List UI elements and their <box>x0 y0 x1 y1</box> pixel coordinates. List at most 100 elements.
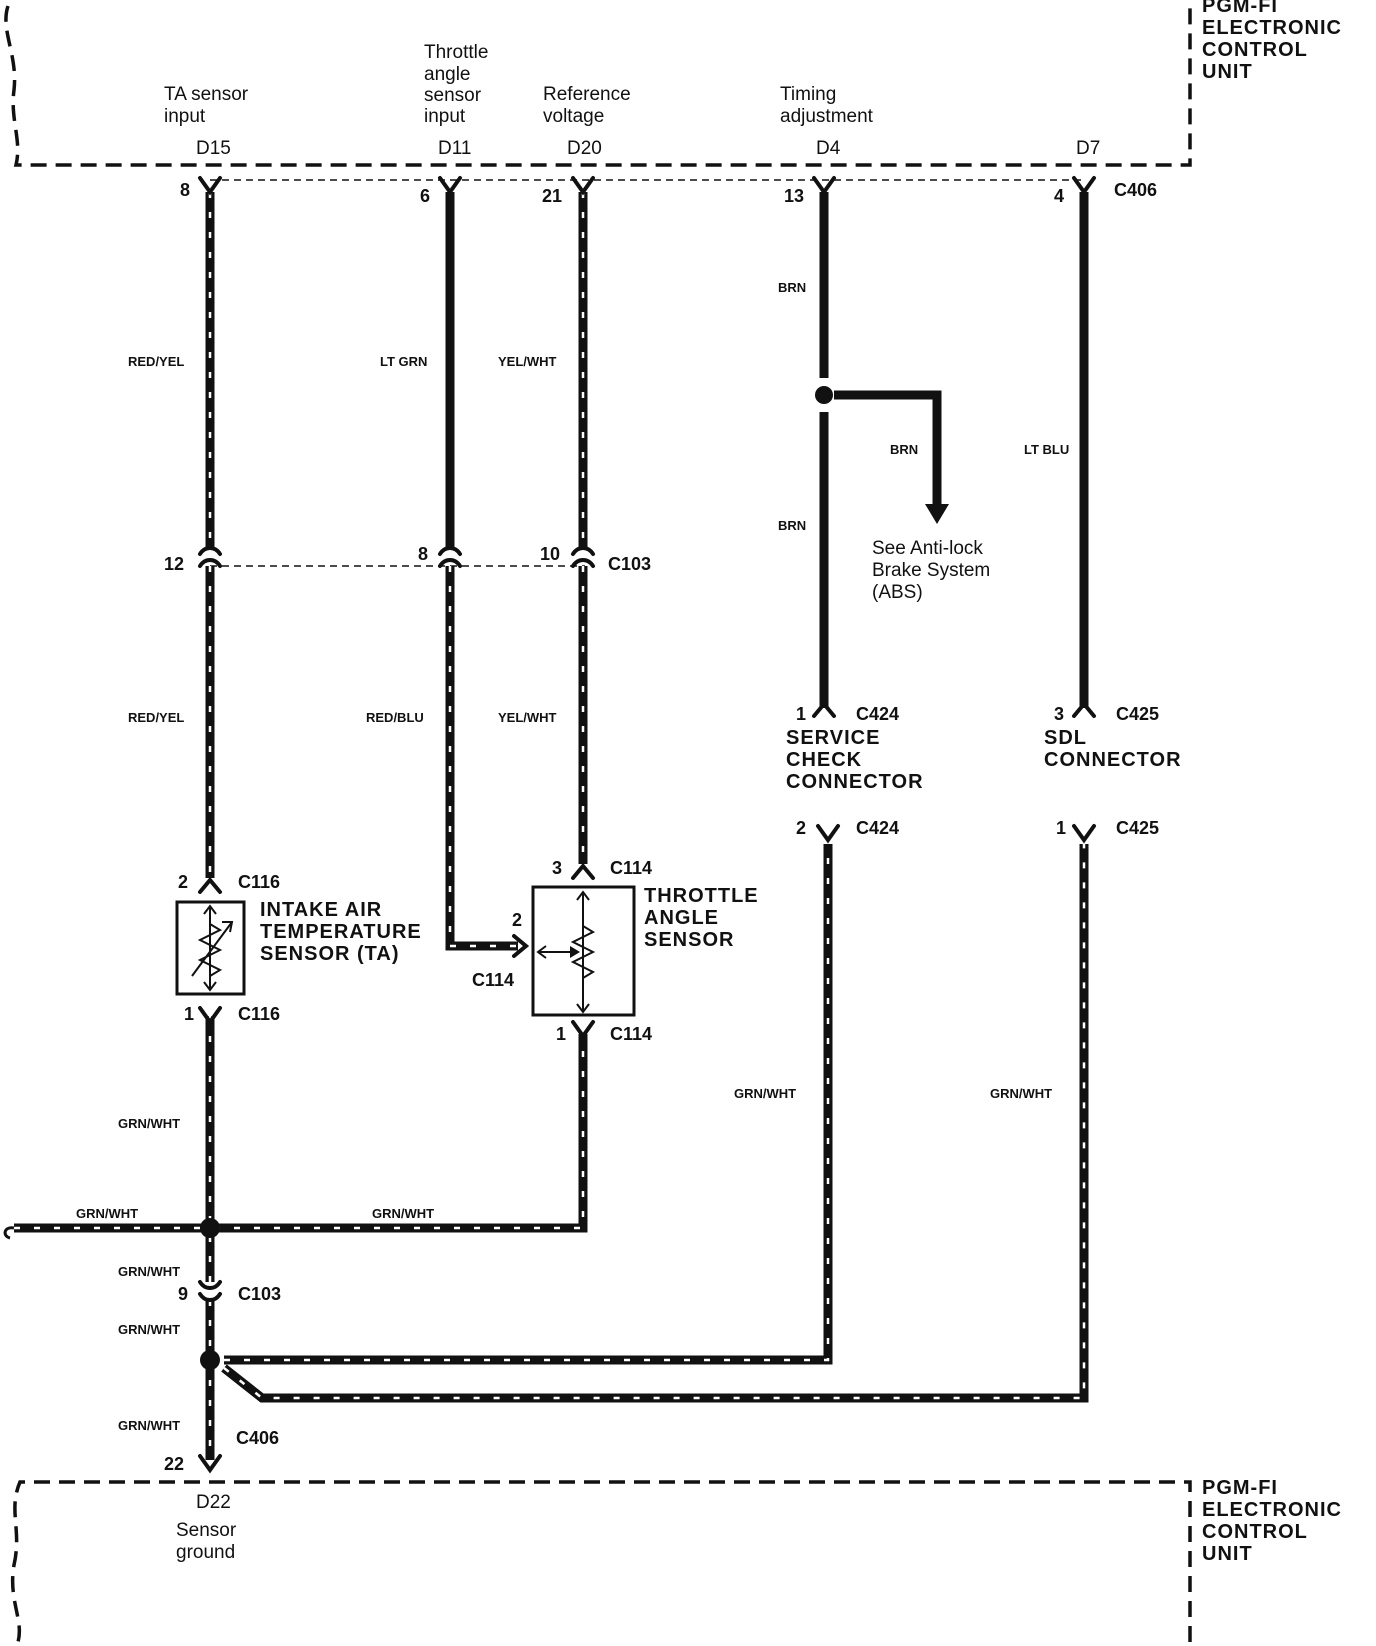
ecu-top-title-1: PGM-FI <box>1202 0 1278 17</box>
d22-desc-1: Sensor <box>176 1520 237 1541</box>
d15-desc-1: TA sensor <box>164 84 249 105</box>
c406-pin-13: 13 <box>784 186 804 206</box>
d15-desc-2: input <box>164 106 206 127</box>
ecu-top-title-4: UNIT <box>1202 61 1253 83</box>
ecu-top-box <box>4 5 1192 167</box>
wire-color-grn-wht-6: GRN/WHT <box>118 1418 180 1433</box>
d15-id: D15 <box>196 138 231 159</box>
ecu-bottom-title-1: PGM-FI <box>1202 1477 1278 1499</box>
wire-color-grn-wht-3: GRN/WHT <box>372 1206 434 1221</box>
wire-color-grn-wht-1: GRN/WHT <box>118 1116 180 1131</box>
splice-brn <box>815 386 833 404</box>
c103-pin-10: 10 <box>540 544 560 564</box>
wire-abs-branch <box>834 390 949 524</box>
c406-top-name: C406 <box>1114 180 1157 200</box>
c116-name-2: C116 <box>238 872 280 892</box>
c114-name-2: C114 <box>472 970 514 990</box>
c425-name-1: C425 <box>1116 818 1159 838</box>
c116-pin-1: 1 <box>184 1004 194 1024</box>
c424-pin-2: 2 <box>796 818 806 838</box>
throttle-sensor-symbol <box>531 885 636 1017</box>
c114-pin-3: 3 <box>552 858 562 878</box>
wire-color-red-yel-2: RED/YEL <box>128 710 184 725</box>
c406-bottom-name: C406 <box>236 1428 279 1448</box>
c103-pin-12: 12 <box>164 554 184 574</box>
throttle-sensor-label-3: SENSOR <box>644 929 734 951</box>
wire-color-brn-2: BRN <box>890 442 918 457</box>
splice-ground-1 <box>200 1218 220 1238</box>
wire-color-brn-1: BRN <box>778 280 806 295</box>
c424-name-2: C424 <box>856 818 899 838</box>
c425-pin-1: 1 <box>1056 818 1066 838</box>
wire-color-grn-wht-8: GRN/WHT <box>990 1086 1052 1101</box>
throttle-sensor-label-2: ANGLE <box>644 907 719 929</box>
wire-color-brn-3: BRN <box>778 518 806 533</box>
d22-desc-2: ground <box>176 1542 235 1563</box>
c116-name-1: C116 <box>238 1004 280 1024</box>
sdl-label-1: SDL <box>1044 727 1087 749</box>
ecu-bottom-title-4: UNIT <box>1202 1543 1253 1565</box>
wire-color-yel-wht-1: YEL/WHT <box>498 354 557 369</box>
wire-color-grn-wht-5: GRN/WHT <box>118 1322 180 1337</box>
d11-desc-2: angle <box>424 64 471 85</box>
service-check-label-1: SERVICE <box>786 727 880 749</box>
abs-note-1: See Anti-lock <box>872 538 983 559</box>
wire-color-lt-grn: LT GRN <box>380 354 427 369</box>
c425-name-3: C425 <box>1116 704 1159 724</box>
c103-pin-9: 9 <box>178 1284 188 1304</box>
ecu-bottom-box <box>10 1480 1192 1643</box>
abs-note-3: (ABS) <box>872 582 923 603</box>
ta-sensor-label-2: TEMPERATURE <box>260 921 422 943</box>
wire-color-red-blu: RED/BLU <box>366 710 424 725</box>
d11-id: D11 <box>438 138 471 159</box>
c424-pin-1: 1 <box>796 704 806 724</box>
c406-pin-6: 6 <box>420 186 430 206</box>
ecu-top-title-3: CONTROL <box>1202 39 1308 61</box>
d20-id: D20 <box>567 138 602 159</box>
wire-color-grn-wht-2: GRN/WHT <box>76 1206 138 1221</box>
c114-name-1: C114 <box>610 1024 652 1044</box>
wire-color-grn-wht-4: GRN/WHT <box>118 1264 180 1279</box>
d11-desc-3: sensor <box>424 85 482 106</box>
c114-pin-2: 2 <box>512 910 522 930</box>
d11-desc-4: input <box>424 106 466 127</box>
throttle-sensor-label-1: THROTTLE <box>644 885 759 907</box>
c114-pin-1: 1 <box>556 1024 566 1044</box>
c103-pin-8: 8 <box>418 544 428 564</box>
d20-desc-2: voltage <box>543 106 604 127</box>
wire-color-grn-wht-7: GRN/WHT <box>734 1086 796 1101</box>
ecu-bottom-title-3: CONTROL <box>1202 1521 1308 1543</box>
splice-ground-2 <box>200 1350 220 1370</box>
c406-pin-4: 4 <box>1054 186 1064 206</box>
d4-id: D4 <box>816 138 841 159</box>
c103-low-name: C103 <box>238 1284 281 1304</box>
c103-mid-name: C103 <box>608 554 651 574</box>
c114-name-3: C114 <box>610 858 652 878</box>
wire-color-red-yel-1: RED/YEL <box>128 354 184 369</box>
ecu-top-title-2: ELECTRONIC <box>1202 17 1342 39</box>
d4-desc-1: Timing <box>780 84 836 105</box>
ecu-top-title: PGM-FI ELECTRONIC CONTROL UNIT <box>1202 0 1342 83</box>
d7-id: D7 <box>1076 138 1100 159</box>
ecu-bottom-title: PGM-FI ELECTRONIC CONTROL UNIT <box>1202 1477 1342 1565</box>
c406-pin-22: 22 <box>164 1454 184 1474</box>
abs-note-2: Brake System <box>872 560 990 581</box>
connector-symbols <box>198 176 1096 1474</box>
wire-d11-lower <box>445 566 518 951</box>
sdl-label-2: CONNECTOR <box>1044 749 1182 771</box>
c406-pin-21: 21 <box>542 186 562 206</box>
ta-sensor-symbol <box>175 900 246 996</box>
ta-sensor-label-1: INTAKE AIR <box>260 899 382 921</box>
d11-desc-1: Throttle <box>424 42 488 63</box>
d4-desc-2: adjustment <box>780 106 874 127</box>
service-check-label-2: CHECK <box>786 749 862 771</box>
c424-name-1: C424 <box>856 704 899 724</box>
c116-pin-2: 2 <box>178 872 188 892</box>
c425-pin-3: 3 <box>1054 704 1064 724</box>
wire-color-yel-wht-2: YEL/WHT <box>498 710 557 725</box>
ta-sensor-label-3: SENSOR (TA) <box>260 943 400 965</box>
service-check-label-3: CONNECTOR <box>786 771 924 793</box>
d20-desc-1: Reference <box>543 84 631 105</box>
ecu-bottom-title-2: ELECTRONIC <box>1202 1499 1342 1521</box>
